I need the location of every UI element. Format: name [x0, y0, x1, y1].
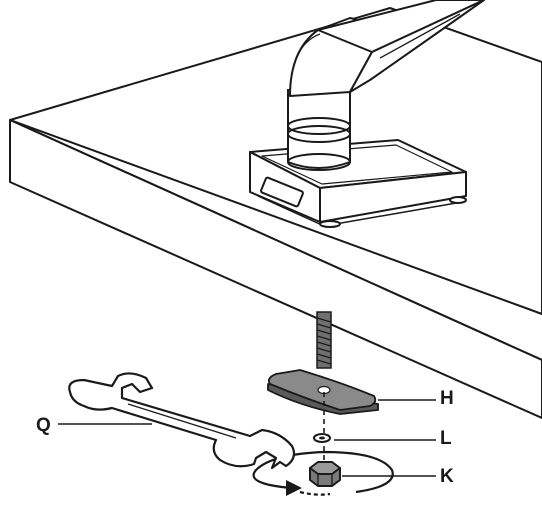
arm-segment-top [317, 0, 485, 53]
column-base-ring [287, 153, 351, 171]
desk-front-face [9, 119, 542, 419]
callout-label-k: K [440, 466, 454, 487]
arm-column [287, 88, 351, 171]
nut-k [309, 461, 341, 487]
base-foot-left [319, 220, 341, 228]
leader-lines [58, 399, 436, 477]
base-plate-side [319, 171, 467, 223]
arm-groove [379, 13, 461, 59]
nut-k-top [309, 461, 341, 475]
column-ring-top [287, 117, 351, 135]
threaded-bolt [316, 311, 332, 369]
column-ring-bottom [287, 125, 351, 143]
rotation-arrow-icon [252, 450, 394, 496]
arm-highlight [295, 33, 321, 59]
base-foot-right [449, 196, 467, 204]
base-slot [260, 176, 304, 208]
arm-segment-lower [349, 0, 485, 93]
callout-label-l: L [440, 428, 452, 449]
rotation-arrowhead [286, 480, 302, 496]
mounting-plate-h [267, 369, 379, 415]
callout-label-h: H [440, 388, 454, 409]
bolt-threads [316, 317, 332, 365]
wrench-q [68, 372, 296, 470]
washer-l [313, 433, 331, 443]
callout-label-q: Q [36, 415, 51, 436]
base-plate-inner-line [261, 144, 453, 185]
wrench-ridge [127, 403, 237, 439]
desk [9, 7, 542, 419]
upper-arm [289, 0, 485, 97]
